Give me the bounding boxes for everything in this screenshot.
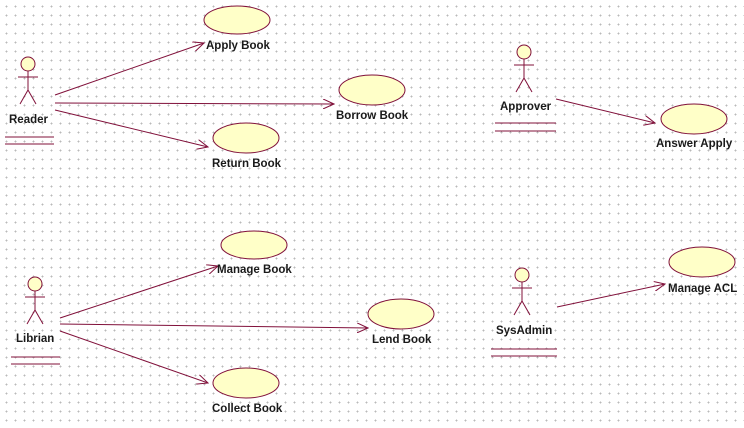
actor-sysadmin-label: SysAdmin xyxy=(496,325,553,337)
assoc-approver-answer-apply[interactable] xyxy=(555,98,655,123)
use-case-manage-book-label: Manage Book xyxy=(217,264,292,276)
association-lines xyxy=(54,43,665,383)
use-case-return-book[interactable] xyxy=(212,122,280,154)
assoc-reader-borrow-book[interactable] xyxy=(54,103,334,104)
use-case-collect-book-label: Collect Book xyxy=(212,403,283,415)
use-case-lend-book[interactable] xyxy=(367,298,435,330)
actor-reader-label: Reader xyxy=(9,114,48,126)
use-case-borrow-book-label: Borrow Book xyxy=(336,110,409,122)
use-case-answer-apply[interactable] xyxy=(660,103,728,135)
actor-approver-figure[interactable] xyxy=(514,44,534,93)
use-case-apply-book-label: Apply Book xyxy=(206,40,270,52)
use-case-return-book-label: Return Book xyxy=(212,158,281,170)
actor-sysadmin-figure[interactable] xyxy=(512,267,532,316)
use-case-collect-book[interactable] xyxy=(212,367,280,399)
assoc-sysadmin-manage-acl[interactable] xyxy=(556,284,665,308)
actor-underlines xyxy=(5,122,557,365)
use-case-manage-acl[interactable] xyxy=(668,246,736,278)
use-cases xyxy=(203,5,736,399)
use-case-apply-book[interactable] xyxy=(203,5,271,35)
assoc-librian-collect-book[interactable] xyxy=(59,330,208,383)
use-case-manage-book[interactable] xyxy=(220,230,288,260)
actor-librian-figure[interactable] xyxy=(25,276,45,325)
use-case-borrow-book[interactable] xyxy=(338,74,406,106)
assoc-librian-lend-book[interactable] xyxy=(59,324,368,328)
use-case-manage-acl-label: Manage ACL xyxy=(668,283,738,295)
assoc-reader-return-book[interactable] xyxy=(54,109,208,147)
actor-approver-label: Approver xyxy=(500,101,552,113)
actor-reader-figure[interactable] xyxy=(18,56,38,105)
use-case-lend-book-label: Lend Book xyxy=(372,334,432,346)
actor-librian-label: Librian xyxy=(16,333,55,345)
assoc-reader-apply-book[interactable] xyxy=(54,43,204,96)
use-case-answer-apply-label: Answer Apply xyxy=(656,138,733,150)
assoc-librian-manage-book[interactable] xyxy=(59,266,218,319)
